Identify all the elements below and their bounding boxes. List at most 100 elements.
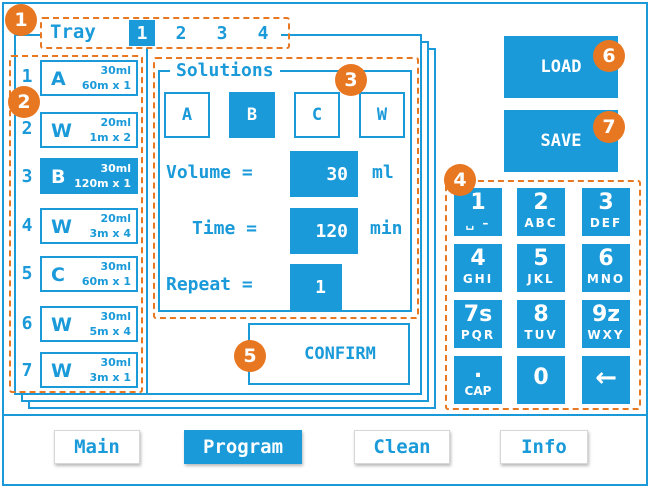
- slot-letter: W: [51, 216, 72, 238]
- repeat-label: Repeat =: [166, 274, 253, 295]
- volume-unit: ml: [372, 162, 394, 183]
- key-digit: 1: [470, 190, 486, 215]
- slot-button-5[interactable]: C 30ml 60m x 1: [40, 256, 138, 292]
- volume-label: Volume =: [166, 162, 253, 183]
- slot-button-4[interactable]: W 20ml 3m x 4: [40, 208, 138, 244]
- backspace-arrow-icon: ←: [595, 363, 617, 393]
- slot-letter: A: [51, 68, 66, 90]
- nav-info-button[interactable]: Info: [500, 430, 588, 464]
- slot-time: 3m x 1: [89, 371, 131, 384]
- key-letters: MNO: [586, 272, 626, 286]
- keypad-key-backspace[interactable]: ←: [582, 356, 630, 404]
- slot-letter: W: [51, 314, 72, 336]
- slot-index: 4: [21, 215, 33, 236]
- tray-button-2[interactable]: 2: [175, 22, 187, 44]
- slot-index: 1: [21, 66, 33, 87]
- slot-button-1[interactable]: A 30ml 60m x 1: [40, 60, 138, 96]
- volume-value-field[interactable]: 30: [290, 151, 358, 197]
- slot-volume: 30ml: [100, 356, 131, 369]
- solutions-title: Solutions: [170, 60, 280, 81]
- keypad-key-3[interactable]: 3 DEF: [582, 188, 630, 236]
- tray-label: Tray: [50, 21, 96, 43]
- slot-index: 7: [21, 360, 33, 381]
- tray-tab-background: [41, 18, 281, 48]
- key-letters: PQR: [460, 328, 496, 342]
- key-letters: GHI: [462, 272, 494, 286]
- slot-button-3[interactable]: B 30ml 120m x 1: [40, 158, 138, 194]
- key-letters: ABC: [524, 216, 558, 230]
- slot-index: 5: [21, 263, 33, 284]
- slot-letter: B: [51, 166, 66, 188]
- annotation-box-keypad: [445, 180, 641, 410]
- keypad-key-6[interactable]: 6 MNO: [582, 244, 630, 292]
- repeat-value-field[interactable]: 1: [290, 264, 342, 310]
- keypad-key-7[interactable]: 7s PQR: [454, 300, 502, 348]
- tray-button-4[interactable]: 4: [257, 22, 269, 44]
- annotation-marker-6: 6: [593, 40, 625, 72]
- tray-button-3[interactable]: 3: [216, 22, 228, 44]
- slot-column-divider: [146, 36, 148, 393]
- slot-time: 120m x 1: [74, 177, 131, 190]
- slot-volume: 30ml: [100, 310, 131, 323]
- annotation-box-tray-selector: [40, 17, 290, 49]
- confirm-button[interactable]: CONFIRM: [248, 323, 410, 385]
- solution-button-a[interactable]: A: [164, 92, 210, 138]
- slot-volume: 30ml: [100, 260, 131, 273]
- annotation-box-slot-list: [9, 55, 143, 393]
- slot-volume: 20ml: [100, 116, 131, 129]
- key-letters: CAP: [464, 384, 492, 398]
- key-digit: 9z: [591, 302, 621, 327]
- key-digit: 0: [533, 365, 549, 390]
- key-digit: .: [473, 358, 483, 383]
- annotation-marker-4: 4: [444, 164, 476, 196]
- keypad-key-2[interactable]: 2 ABC: [517, 188, 565, 236]
- key-digit: 4: [470, 246, 486, 271]
- slot-volume: 30ml: [100, 64, 131, 77]
- bottom-nav-divider: [4, 414, 646, 416]
- keypad-key-4[interactable]: 4 GHI: [454, 244, 502, 292]
- tray-button-1[interactable]: 1: [129, 20, 155, 46]
- keypad-key-dot-cap[interactable]: . CAP: [454, 356, 502, 404]
- slot-volume: 30ml: [100, 162, 131, 175]
- space-dash-icon: ␣ –: [465, 216, 491, 230]
- key-letters: JKL: [527, 272, 555, 286]
- nav-main-button[interactable]: Main: [54, 430, 140, 464]
- key-digit: 3: [598, 190, 614, 215]
- key-digit: 2: [533, 190, 549, 215]
- keypad-key-1[interactable]: 1 ␣ –: [454, 188, 502, 236]
- slot-time: 5m x 4: [89, 325, 131, 338]
- time-value-field[interactable]: 120: [290, 208, 358, 254]
- key-letters: DEF: [589, 216, 623, 230]
- time-label: Time =: [192, 218, 258, 239]
- keypad-key-5[interactable]: 5 JKL: [517, 244, 565, 292]
- annotation-marker-5: 5: [234, 340, 266, 372]
- nav-program-button[interactable]: Program: [184, 430, 302, 464]
- slot-button-6[interactable]: W 30ml 5m x 4: [40, 306, 138, 342]
- slot-time: 60m x 1: [81, 275, 131, 288]
- key-digit: 5: [533, 246, 549, 271]
- key-digit: 8: [533, 302, 549, 327]
- confirm-button-label: CONFIRM: [304, 344, 376, 364]
- solution-button-b[interactable]: B: [229, 92, 275, 138]
- slot-letter: W: [51, 120, 72, 142]
- solution-button-c[interactable]: C: [294, 92, 340, 138]
- slot-time: 60m x 1: [81, 79, 131, 92]
- keypad-key-0[interactable]: 0: [517, 356, 565, 404]
- annotation-marker-1: 1: [5, 4, 37, 36]
- keypad-key-9[interactable]: 9z WXY: [582, 300, 630, 348]
- time-unit: min: [370, 218, 403, 239]
- slot-letter: C: [51, 264, 65, 286]
- slot-volume: 20ml: [100, 212, 131, 225]
- key-letters: WXY: [587, 328, 625, 342]
- slot-button-7[interactable]: W 30ml 3m x 1: [40, 352, 138, 388]
- keypad-key-8[interactable]: 8 TUV: [517, 300, 565, 348]
- slot-index: 2: [21, 118, 33, 139]
- key-letters: TUV: [524, 328, 558, 342]
- slot-button-2[interactable]: W 20ml 1m x 2: [40, 112, 138, 148]
- slot-index: 6: [21, 313, 33, 334]
- slot-time: 1m x 2: [89, 131, 131, 144]
- solution-button-w[interactable]: W: [359, 92, 405, 138]
- nav-clean-button[interactable]: Clean: [354, 430, 450, 464]
- annotation-marker-3: 3: [335, 64, 367, 96]
- slot-letter: W: [51, 360, 72, 382]
